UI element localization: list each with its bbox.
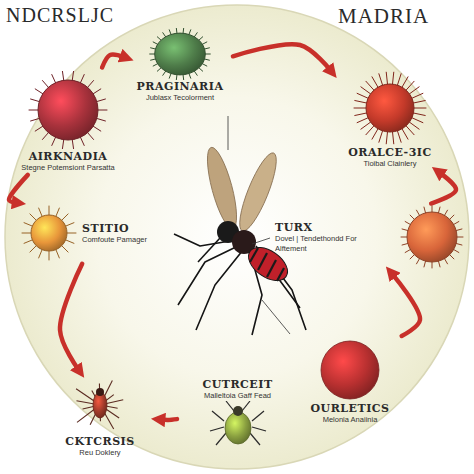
stage-cell: ORALCE-3ICTioibal Clainlery	[335, 70, 445, 169]
stage-note: Melonia Anaiinia	[323, 415, 378, 425]
cycle-arrow	[60, 264, 82, 370]
stage-cell: PRAGINARIAJublasx Tecolorment	[130, 28, 230, 103]
stage-note: Tioibal Clainlery	[363, 159, 416, 169]
stage-name: PRAGINARIA	[137, 80, 224, 93]
cell-illustration	[399, 205, 465, 269]
cycle-arrow	[9, 175, 28, 203]
stage-cell: TURXDovel | Tendethondd For Alftement	[275, 205, 465, 269]
cycle-arrow	[161, 417, 177, 422]
stage-name: CUTRCEIT	[202, 378, 272, 391]
diagram-heading: MADRIA	[338, 4, 429, 29]
stage-cell: STITIOComfoute Pamager	[20, 205, 165, 261]
stage-name: TURX	[275, 221, 312, 234]
cycle-arrow	[102, 55, 124, 68]
cycle-arrow	[392, 274, 420, 336]
cell-illustration	[315, 338, 385, 402]
stage-name: CKTCRSIS	[65, 435, 134, 448]
stage-note: Stegne Potemsiont Parsatta	[21, 163, 114, 173]
stage-cell: CKTCRSISReu Doklery	[45, 375, 155, 458]
stage-name: AIRKNADIA	[29, 150, 108, 163]
stage-name: OURLETICS	[311, 402, 390, 415]
stage-note: Reu Doklery	[79, 448, 120, 458]
cycle-ring	[5, 5, 469, 469]
stage-note: Dovel | Tendethondd For Alftement	[275, 234, 360, 253]
cycle-arrow	[431, 173, 456, 204]
stage-note: Comfoute Pamager	[82, 235, 147, 245]
diagram-heading: NDCRSLJC	[6, 4, 114, 27]
stage-name: STITIO	[82, 222, 129, 235]
stage-cell: OURLETICSMelonia Anaiinia	[300, 338, 400, 425]
cell-illustration	[350, 70, 430, 146]
cell-illustration	[26, 70, 110, 150]
cell-illustration	[140, 28, 220, 80]
cycle-arrow	[233, 44, 330, 70]
stage-cell: AIRKNADIAStegne Potemsiont Parsatta	[18, 70, 118, 173]
cell-illustration	[206, 401, 270, 449]
stage-note: Jublasx Tecolorment	[146, 93, 214, 103]
stage-note: Malleltoia Gaff Fead	[204, 391, 271, 401]
cell-illustration	[20, 205, 78, 261]
stage-cell: CUTRCEITMalleltoia Gaff Fead	[180, 378, 295, 449]
cell-illustration	[64, 375, 136, 435]
stage-name: ORALCE-3IC	[348, 146, 431, 159]
